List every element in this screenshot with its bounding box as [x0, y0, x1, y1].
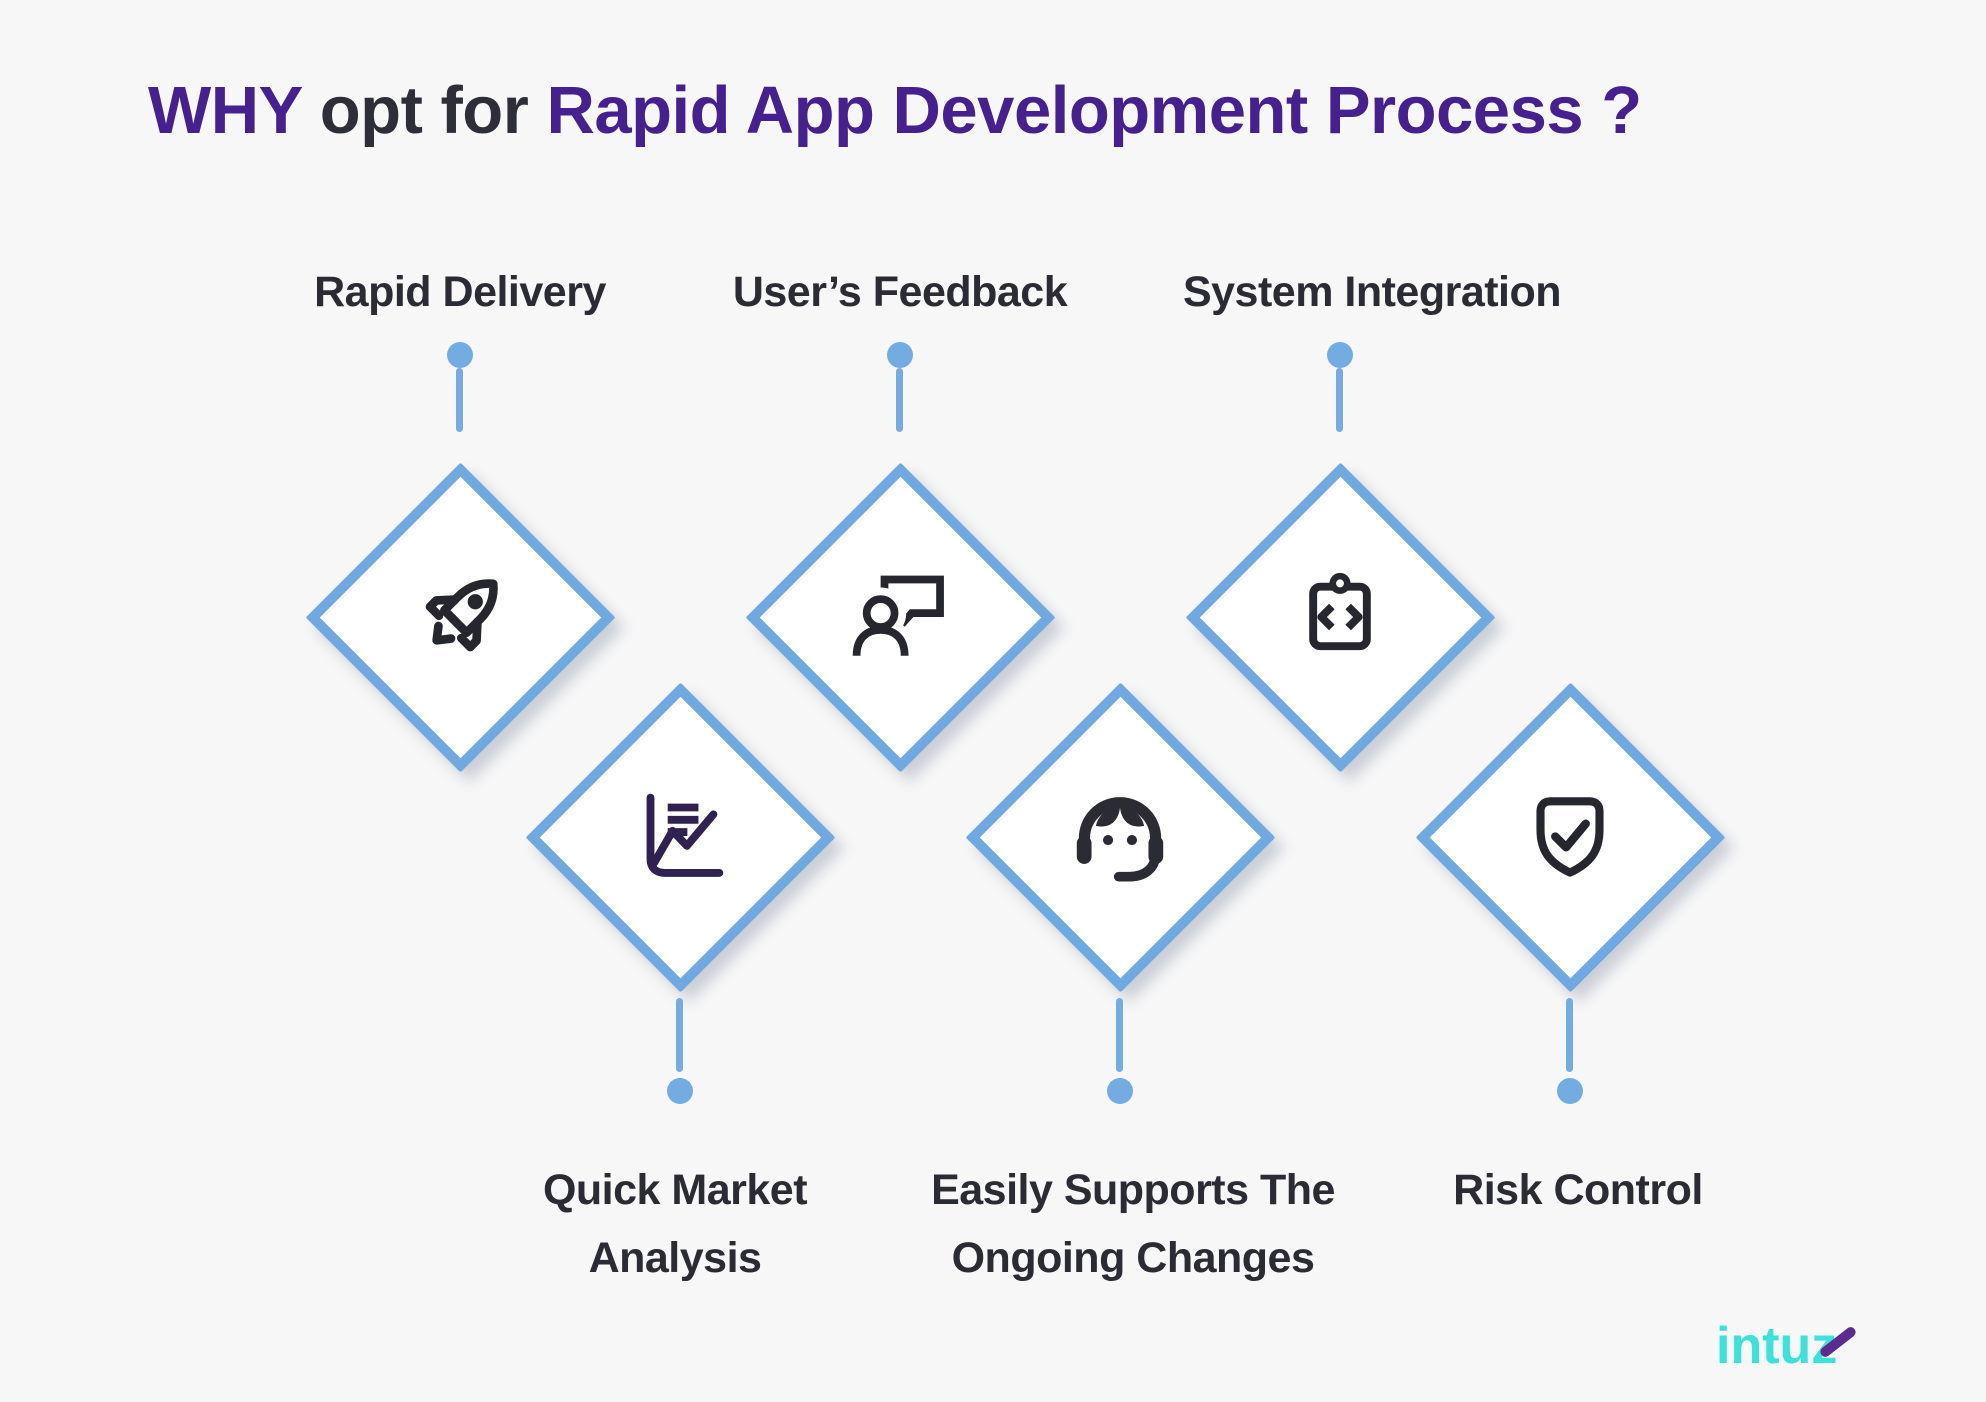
feature-label-system-integration: System Integration: [1122, 258, 1622, 326]
connector-dot: [1557, 1078, 1583, 1104]
connector-line: [1566, 998, 1573, 1072]
connector-line: [1336, 368, 1343, 432]
title-highlight-2: Rapid App Development Process ?: [546, 73, 1642, 148]
feature-label-line1: Easily Supports The: [931, 1166, 1335, 1214]
connector-line: [896, 368, 903, 432]
intuz-logo: intuz: [1716, 1316, 1916, 1380]
feature-label-line1: Quick Market: [542, 1166, 808, 1214]
clipboard-code-icon: [1309, 572, 1371, 651]
feature-label-risk-control: Risk Control: [1328, 1156, 1828, 1224]
shield-check-icon: [1536, 797, 1604, 877]
support-headset-icon: [1076, 797, 1164, 882]
feature-label-quick-market-analysis: Quick Market Analysis: [425, 1156, 925, 1292]
diamond-users-feedback: [745, 462, 1055, 772]
feature-label-text: Risk Control: [1453, 1166, 1703, 1214]
feature-label-rapid-delivery: Rapid Delivery: [210, 258, 710, 326]
connector-line: [1116, 998, 1123, 1072]
feature-label-ongoing-changes: Easily Supports The Ongoing Changes: [883, 1156, 1383, 1292]
chart-analysis-icon: [646, 793, 724, 877]
feature-label-text: System Integration: [1182, 268, 1562, 316]
connector-dot: [887, 342, 913, 368]
diamond-risk-control: [1415, 682, 1725, 992]
connector-line: [456, 368, 463, 432]
connector-dot: [667, 1078, 693, 1104]
connector-dot: [1107, 1078, 1133, 1104]
person-feedback-icon: [844, 575, 944, 668]
rocket-icon: [425, 579, 498, 652]
title-middle: opt for: [319, 73, 547, 148]
diamond-ongoing-changes: [965, 682, 1275, 992]
page-title: WHY opt for Rapid App Development Proces…: [148, 72, 1642, 149]
connector-dot: [447, 342, 473, 368]
feature-label-text: User’s Feedback: [732, 268, 1068, 316]
intuz-logo-text: intuz: [1716, 1317, 1838, 1375]
diamond-rapid-delivery: [305, 462, 615, 772]
connector-dot: [1327, 342, 1353, 368]
feature-label-text: Rapid Delivery: [314, 268, 606, 316]
diamond-quick-market-analysis: [525, 682, 835, 992]
connector-line: [676, 998, 683, 1072]
feature-label-line2: Analysis: [588, 1234, 762, 1282]
feature-label-line2: Ongoing Changes: [951, 1234, 1315, 1282]
diamond-system-integration: [1185, 462, 1495, 772]
feature-label-users-feedback: User’s Feedback: [650, 258, 1150, 326]
title-highlight-1: WHY: [148, 73, 320, 148]
